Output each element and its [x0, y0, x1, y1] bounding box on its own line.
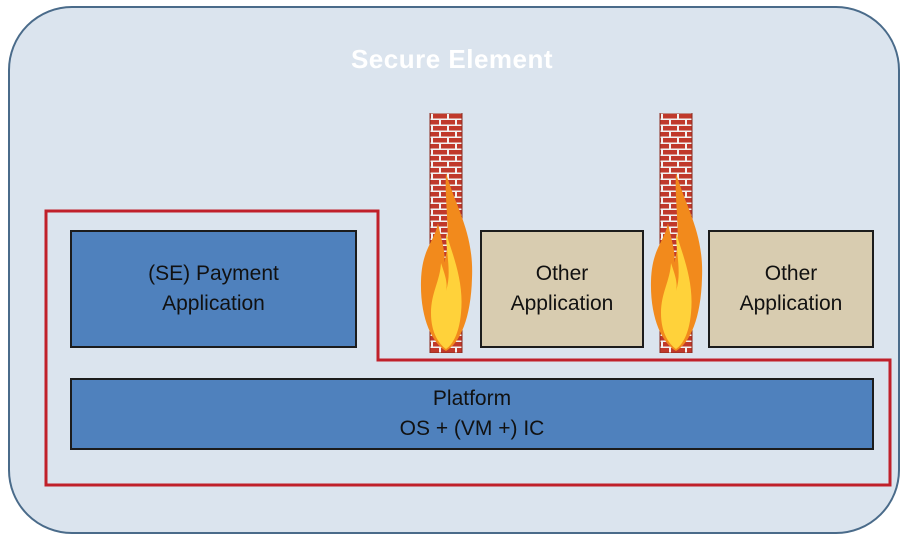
firewall-icon [650, 113, 703, 353]
payment-application-line-2: Application [162, 292, 265, 315]
platform-line-2: OS + (VM +) IC [399, 417, 545, 440]
other-application-2-line-2: Application [739, 292, 843, 315]
secure-element-title: Secure Element [350, 44, 554, 74]
payment-application-line-1: (SE) Payment [148, 262, 279, 285]
other-application-block-2: Other Application [708, 230, 874, 348]
other-application-block-1: Other Application [480, 230, 644, 348]
payment-application-block: (SE) Payment Application [70, 230, 357, 348]
platform-block: Platform OS + (VM +) IC [70, 378, 874, 450]
other-application-1-line-1: Other [535, 262, 589, 285]
other-application-2-line-1: Other [764, 262, 818, 285]
firewall-icon [420, 113, 473, 353]
other-application-1-line-2: Application [510, 292, 614, 315]
platform-line-1: Platform [432, 387, 512, 410]
